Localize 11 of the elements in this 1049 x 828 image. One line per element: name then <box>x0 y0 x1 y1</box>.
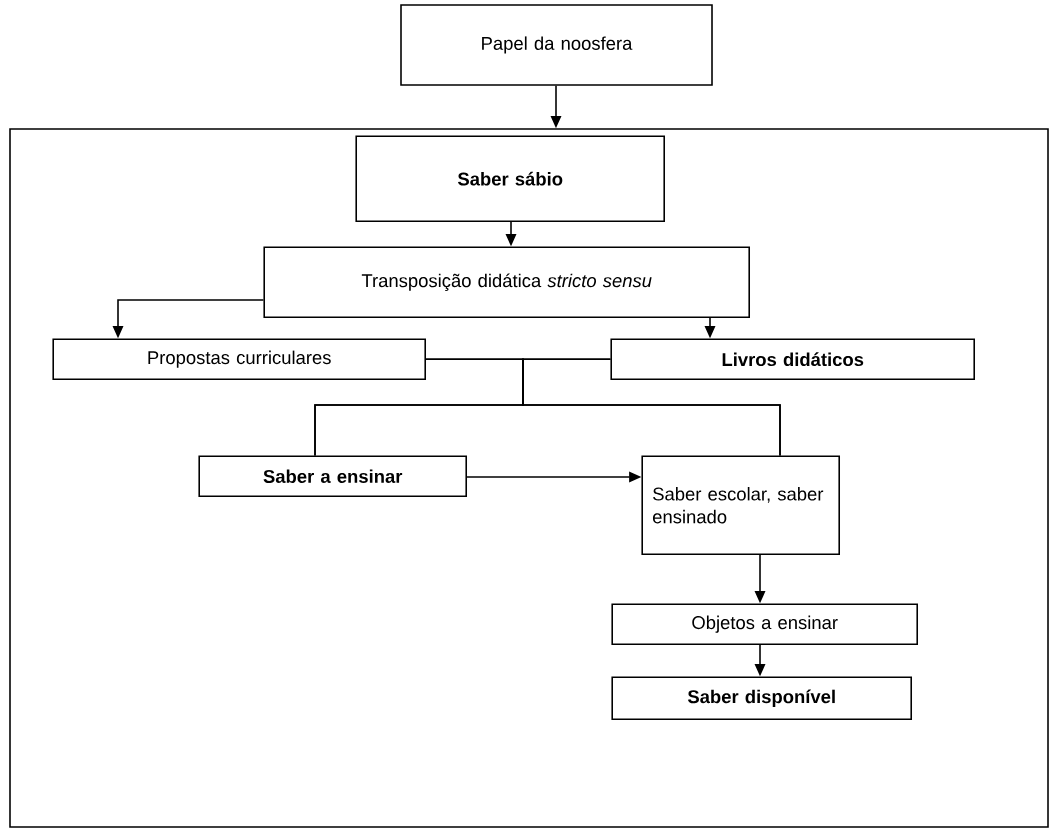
process-box: Saber sábio <box>355 135 665 222</box>
process-box: Transposição didática stricto sensu <box>263 246 750 318</box>
process-box: Saber escolar, saber ensinado <box>641 455 840 555</box>
frame-box <box>9 128 1049 828</box>
process-box: Propostas curriculares <box>52 338 426 380</box>
process-box: Papel da noosfera <box>400 4 713 86</box>
process-box: Saber disponível <box>611 676 912 720</box>
process-box: Objetos a ensinar <box>611 603 918 645</box>
process-box: Livros didáticos <box>610 338 975 380</box>
process-box: Saber a ensinar <box>198 455 467 497</box>
connector <box>522 358 781 457</box>
